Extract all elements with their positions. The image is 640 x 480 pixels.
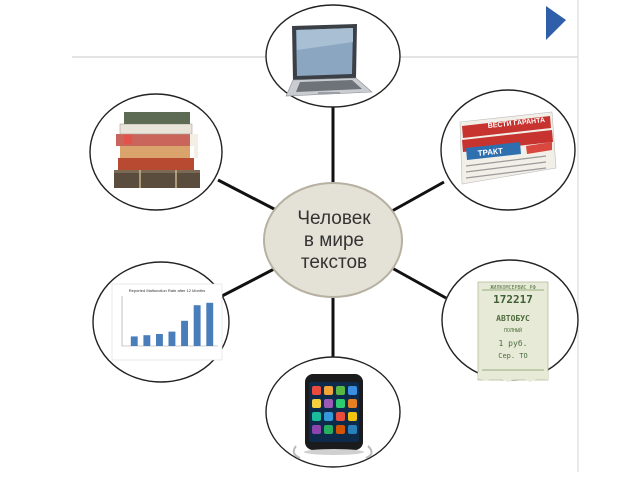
app-icon [348,399,357,408]
chart-bar [193,305,201,346]
app-icon [336,412,345,421]
connector-chart [221,266,277,298]
center-node [263,182,403,298]
app-icon [348,412,357,421]
chart-bar [168,331,176,346]
center-label: Человек в мире текстов [270,208,398,274]
node-newspapers: ВЕСТИ ГАРАНТА ТРАКТ [440,89,576,211]
node-ticket: ЖИЛКОМСЕРВИС РФ 172217 АВТОБУС ПОЛНЫЙ 1 … [441,259,579,382]
newspaper-headline-2: ТРАКТ [477,146,503,158]
app-icon [324,425,333,434]
app-icon [348,386,357,395]
app-icon [324,386,333,395]
ticket-fare-type: ПОЛНЫЙ [504,327,522,334]
ticket-number: 172217 [493,293,533,306]
laptop-icon [285,24,373,97]
node-ipod [265,356,401,468]
chart-bar [206,302,214,346]
chart-bars [130,302,214,346]
corner-triangle-icon [546,6,566,40]
center-label-line-3: текстов [300,252,368,273]
center-node-circle [263,182,403,298]
connector-ticket [391,266,447,300]
connectors [217,97,447,358]
center-label-line-1: Человек [297,208,371,229]
ticket-series: Сер. ТО [498,352,528,360]
app-icon [336,399,345,408]
app-icon [324,412,333,421]
node-books [89,93,223,211]
book-stack-icon [114,112,200,188]
chart-title: Reported Malfunction Rate after 12 Month… [129,288,206,293]
chart-bar [181,320,188,346]
app-icon [336,386,345,395]
media-player-icon [292,374,373,459]
app-icon [336,425,345,434]
chart-bar [143,335,151,346]
node-chart: Reported Malfunction Rate after 12 Month… [92,261,230,383]
app-icon [348,425,357,434]
app-icon [312,399,321,408]
bus-ticket-icon: ЖИЛКОМСЕРВИС РФ 172217 АВТОБУС ПОЛНЫЙ 1 … [477,281,549,382]
app-icon [312,412,321,421]
app-icon-grid [312,386,357,434]
connector-newspapers [391,180,445,213]
ticket-org: ЖИЛКОМСЕРВИС РФ [490,285,535,291]
ticket-price: 1 руб. [499,338,528,348]
app-icon [324,399,333,408]
ticket-type: АВТОБУС [496,314,530,323]
chart-bar [130,336,138,346]
node-laptop [265,4,401,108]
newspaper-icon: ВЕСТИ ГАРАНТА ТРАКТ [459,111,557,185]
bar-chart-icon: Reported Malfunction Rate after 12 Month… [111,283,223,361]
chart-bar [156,334,163,346]
center-label-line-2: в мире [303,230,365,251]
app-icon [312,425,321,434]
app-icon [312,386,321,395]
connector-books [217,178,277,212]
